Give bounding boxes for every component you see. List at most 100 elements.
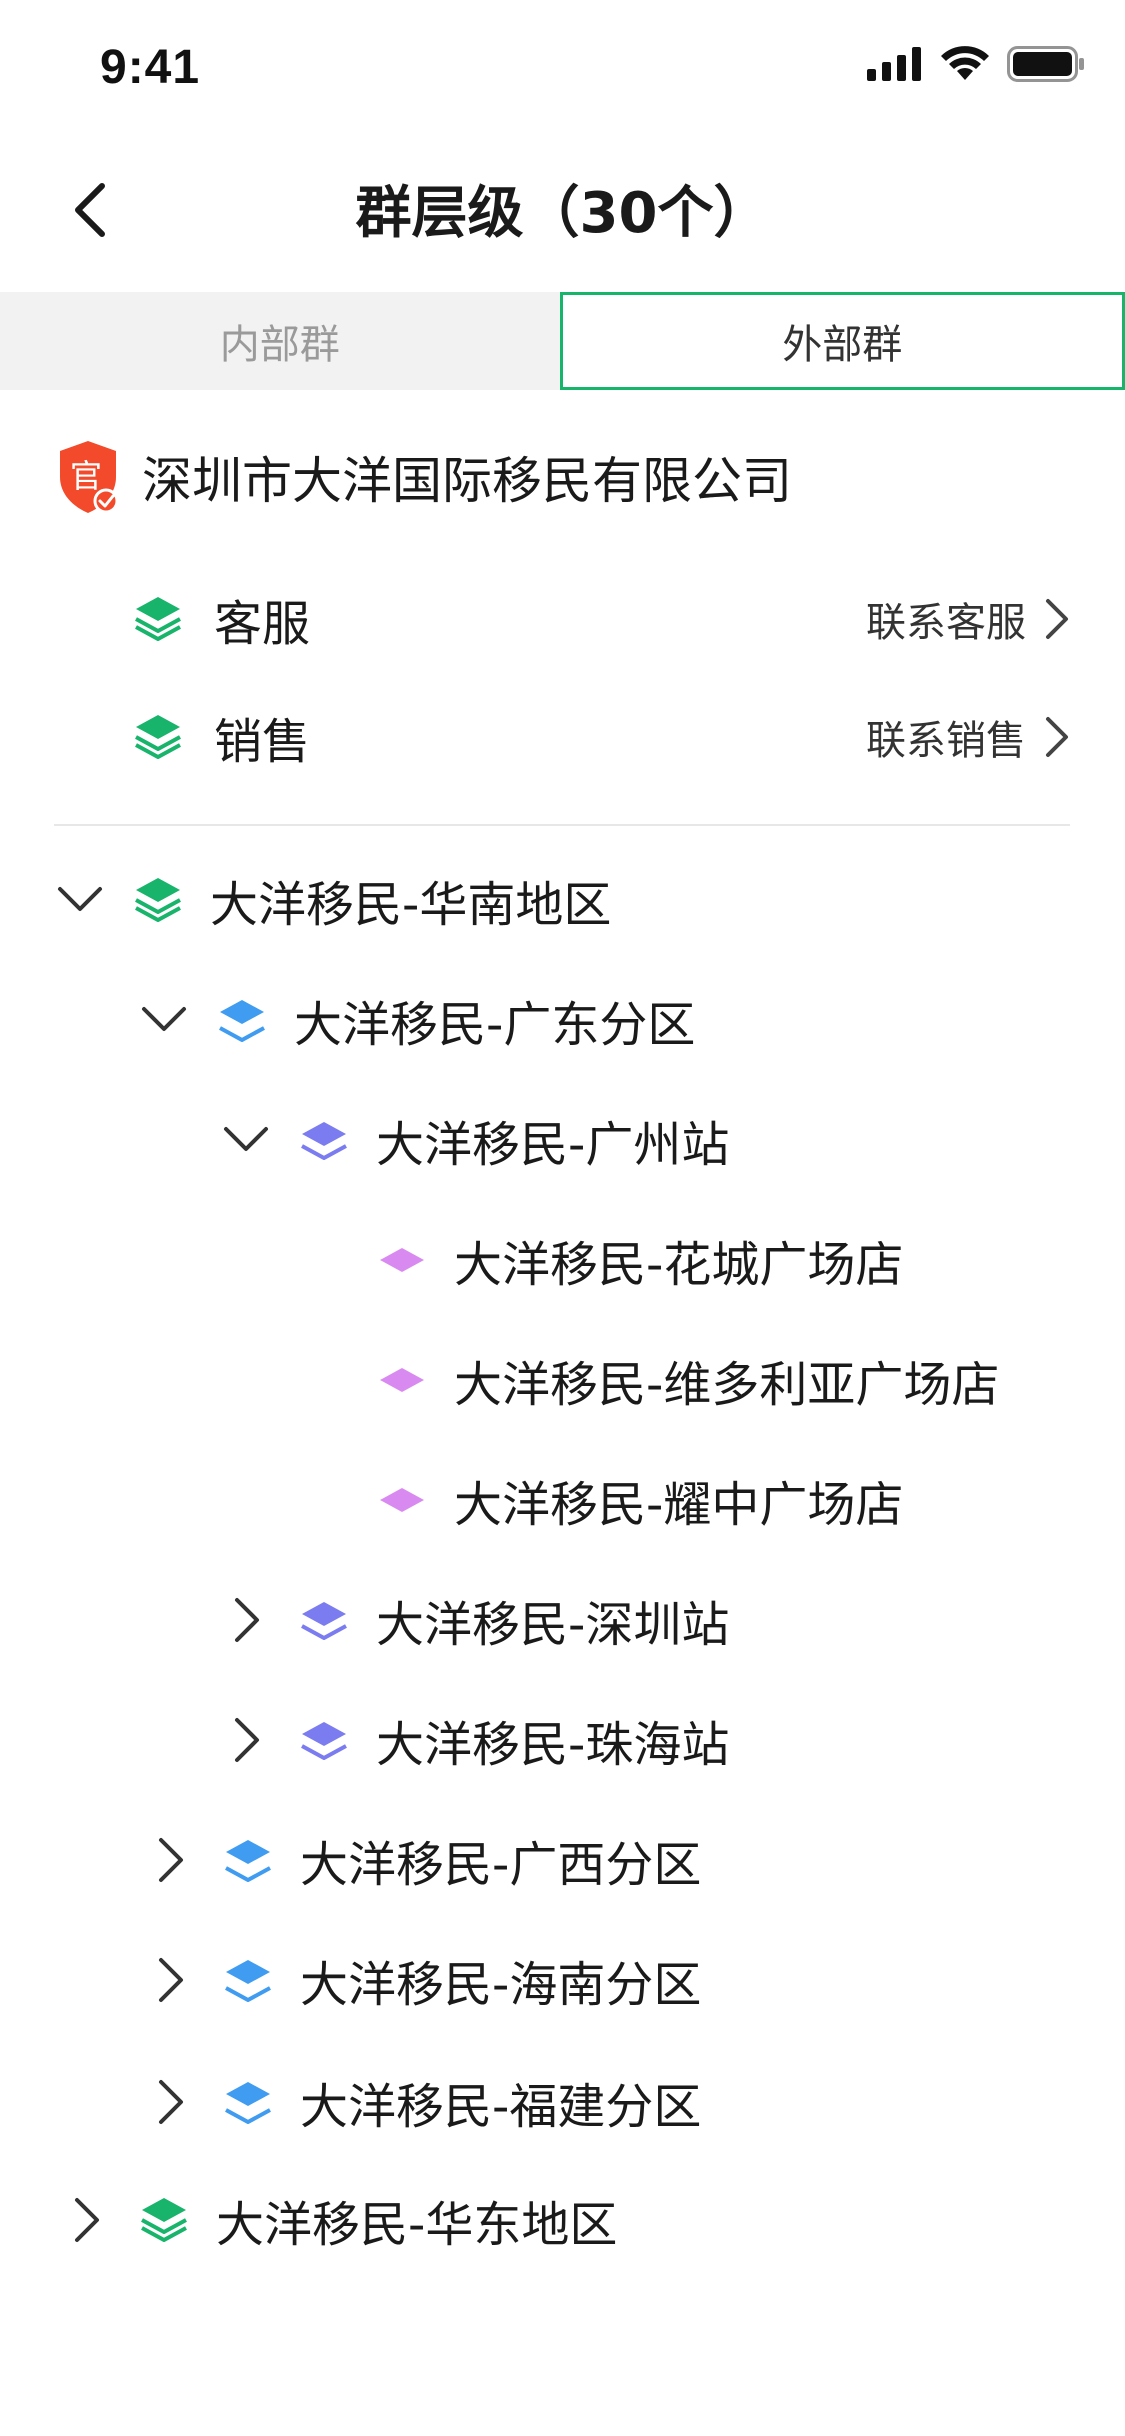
contact-row-service[interactable]: 客服 联系客服 xyxy=(130,574,1070,664)
chevron-right-icon xyxy=(159,2080,183,2124)
tree-row[interactable]: 大洋移民-福建分区 xyxy=(140,2057,701,2147)
chevron-right-icon xyxy=(1046,599,1068,639)
tree-label: 大洋移民-广州站 xyxy=(376,1117,730,1173)
tree-label: 大洋移民-耀中广场店 xyxy=(454,1477,904,1533)
tree-icon xyxy=(372,1470,432,1530)
tree-icon xyxy=(294,1710,354,1770)
green-layers-icon xyxy=(135,597,181,641)
tree-toggle[interactable] xyxy=(216,1110,276,1170)
tree-row[interactable]: 大洋移民-珠海站 xyxy=(216,1695,729,1785)
tree-toggle[interactable] xyxy=(56,2190,116,2250)
tree-icon xyxy=(372,1350,432,1410)
tree-icon xyxy=(134,2190,194,2250)
chevron-right-icon xyxy=(235,1598,259,1642)
chevron-right-icon xyxy=(235,1718,259,1762)
back-button[interactable] xyxy=(60,170,120,250)
green-layers-icon xyxy=(141,2198,187,2242)
tree-toggle-spacer xyxy=(294,1230,354,1290)
indigo-layers-icon xyxy=(301,1722,347,1760)
tab-external-groups[interactable]: 外部群 xyxy=(559,292,1125,390)
contact-row-sales[interactable]: 销售 联系销售 xyxy=(130,692,1070,782)
tree-icon xyxy=(218,1950,278,2010)
tree-toggle[interactable] xyxy=(50,870,110,930)
cellular-signal-icon xyxy=(867,47,921,81)
status-bar: 9:41 xyxy=(0,0,1125,132)
tree-toggle[interactable] xyxy=(140,1950,200,2010)
green-layers-icon xyxy=(135,715,181,759)
blue-layers-icon xyxy=(225,1840,271,1882)
tree-label: 大洋移民-珠海站 xyxy=(376,1717,730,1773)
tree-label: 大洋移民-维多利亚广场店 xyxy=(454,1357,1000,1413)
pink-diamond-icon xyxy=(380,1488,424,1512)
tree-row[interactable]: 大洋移民-耀中广场店 xyxy=(294,1455,903,1545)
divider xyxy=(54,824,1070,826)
status-icons xyxy=(867,46,1085,82)
tree-label: 大洋移民-广西分区 xyxy=(300,1837,702,1893)
tree-row[interactable]: 大洋移民-广东分区 xyxy=(134,975,695,1065)
tree-label: 大洋移民-深圳站 xyxy=(376,1597,730,1653)
contact-action-label: 联系客服 xyxy=(866,600,1026,646)
tree-icon xyxy=(128,870,188,930)
tree-row[interactable]: 大洋移民-华东地区 xyxy=(56,2175,617,2265)
tree-row[interactable]: 大洋移民-广州站 xyxy=(216,1095,729,1185)
tree-row[interactable]: 大洋移民-深圳站 xyxy=(216,1575,729,1665)
blue-layers-icon xyxy=(225,1960,271,2002)
tree-toggle[interactable] xyxy=(216,1590,276,1650)
tree-toggle[interactable] xyxy=(140,1830,200,1890)
indigo-layers-icon xyxy=(301,1122,347,1160)
contact-service-button[interactable]: 联系客服 xyxy=(866,590,1070,648)
wifi-icon xyxy=(941,46,989,80)
pink-diamond-icon xyxy=(380,1248,424,1272)
battery-icon xyxy=(1007,46,1084,82)
chevron-right-icon xyxy=(159,1958,183,2002)
pink-diamond-icon xyxy=(380,1368,424,1392)
chevron-right-icon xyxy=(75,2198,99,2242)
status-time: 9:41 xyxy=(100,41,201,94)
tree-icon xyxy=(212,990,272,1050)
chevron-down-icon xyxy=(58,887,102,911)
official-badge-icon: 官 xyxy=(60,441,119,514)
contact-label: 销售 xyxy=(214,714,311,770)
chevron-down-icon xyxy=(224,1127,268,1151)
tree-icon xyxy=(218,2072,278,2132)
tree-label: 大洋移民-海南分区 xyxy=(300,1957,702,2013)
tree-row[interactable]: 大洋移民-广西分区 xyxy=(140,1815,701,1905)
tree-toggle-spacer xyxy=(294,1470,354,1530)
tree-row[interactable]: 大洋移民-花城广场店 xyxy=(294,1215,903,1305)
tab-internal-groups[interactable]: 内部群 xyxy=(0,292,560,390)
tree-toggle[interactable] xyxy=(216,1710,276,1770)
blue-layers-icon xyxy=(225,2082,271,2124)
tree-icon xyxy=(294,1110,354,1170)
page-title: 群层级（30个） xyxy=(355,181,770,246)
tree-label: 大洋移民-广东分区 xyxy=(294,997,696,1053)
tree-icon xyxy=(218,1830,278,1890)
svg-text:官: 官 xyxy=(70,457,102,495)
chevron-right-icon xyxy=(1046,717,1068,757)
chevron-down-icon xyxy=(142,1007,186,1031)
tree-label: 大洋移民-华南地区 xyxy=(210,877,612,933)
green-layers-icon xyxy=(135,878,181,922)
tree-label: 大洋移民-福建分区 xyxy=(300,2079,702,2135)
tree-label: 大洋移民-华东地区 xyxy=(216,2197,618,2253)
tree-toggle[interactable] xyxy=(140,2072,200,2132)
nav-bar: 群层级（30个） xyxy=(0,132,1125,292)
chevron-left-icon xyxy=(75,183,105,237)
tree-row[interactable]: 大洋移民-华南地区 xyxy=(50,855,611,945)
tree-toggle-spacer xyxy=(294,1350,354,1410)
tree-row[interactable]: 大洋移民-海南分区 xyxy=(140,1935,701,2025)
tree-icon xyxy=(294,1590,354,1650)
group-tabs: 内部群 外部群 xyxy=(0,292,1125,390)
company-header: 官 深圳市大洋国际移民有限公司 xyxy=(56,432,792,522)
chevron-right-icon xyxy=(159,1838,183,1882)
tree-icon xyxy=(372,1230,432,1290)
tree-label: 大洋移民-花城广场店 xyxy=(454,1237,904,1293)
contact-label: 客服 xyxy=(214,596,311,652)
tree-row[interactable]: 大洋移民-维多利亚广场店 xyxy=(294,1335,999,1425)
contact-sales-button[interactable]: 联系销售 xyxy=(866,708,1070,766)
indigo-layers-icon xyxy=(301,1602,347,1640)
company-name: 深圳市大洋国际移民有限公司 xyxy=(142,452,792,510)
blue-layers-icon xyxy=(219,1000,265,1042)
contact-action-label: 联系销售 xyxy=(866,718,1026,764)
tree-toggle[interactable] xyxy=(134,990,194,1050)
